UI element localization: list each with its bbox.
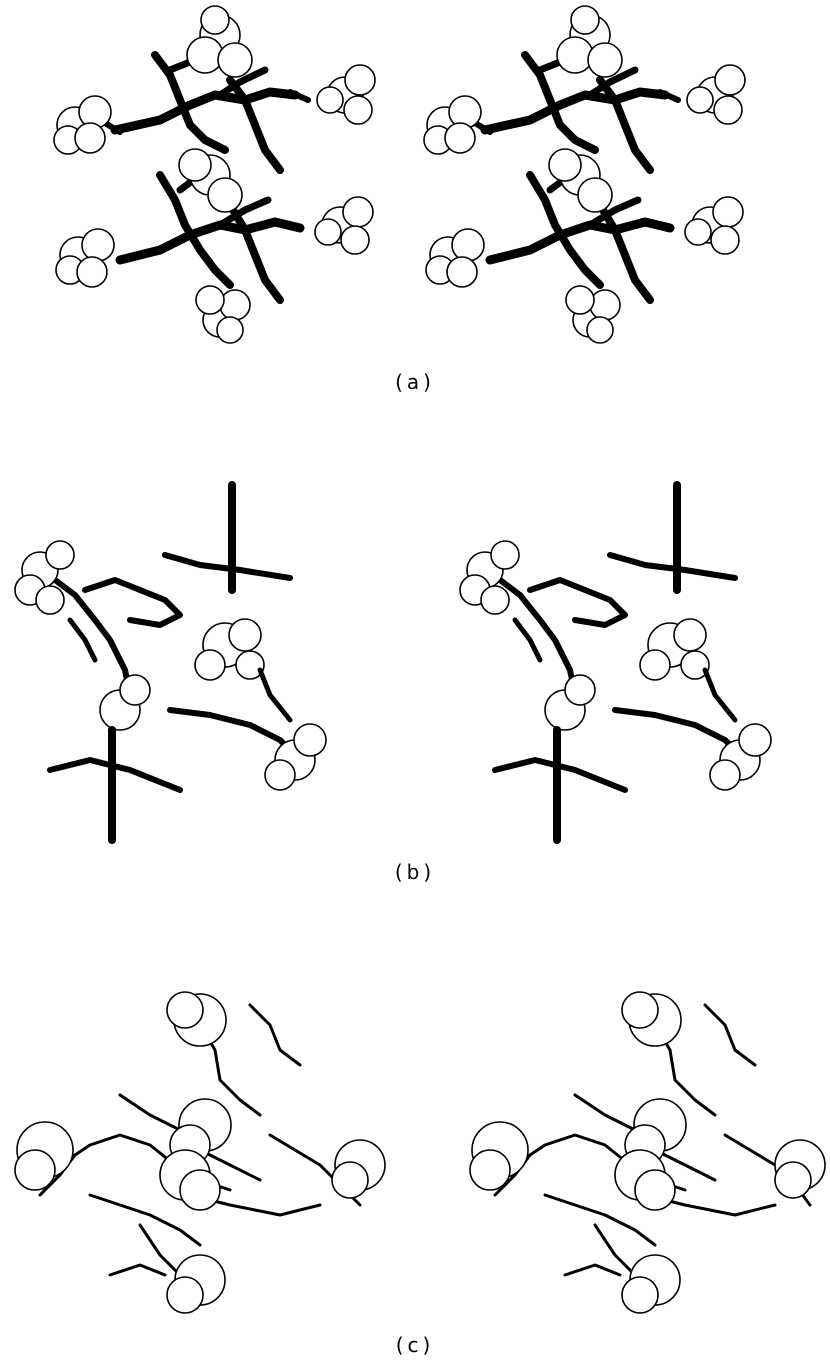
stereo-view-a-left	[53, 5, 376, 344]
stereo-view-b-right	[459, 481, 772, 844]
stereo-view-b-left	[14, 481, 327, 844]
molecule-stack-lower	[425, 148, 744, 344]
molecule-stack-upper	[423, 5, 746, 174]
molecule-stack-lower	[55, 148, 374, 344]
panel-a-label: (a)	[395, 370, 435, 394]
stereo-view-c-left	[14, 991, 386, 1314]
panel-c-label: (c)	[395, 1333, 435, 1357]
molecule-stack-upper	[53, 5, 376, 174]
panel-b-label: (b)	[394, 860, 436, 884]
panel-c: (c)	[0, 965, 830, 1363]
stereo-view-a-right	[423, 5, 746, 344]
stereo-view-c-right	[469, 991, 826, 1314]
panel-a: (a)	[0, 0, 830, 400]
panel-b: (b)	[0, 470, 830, 890]
